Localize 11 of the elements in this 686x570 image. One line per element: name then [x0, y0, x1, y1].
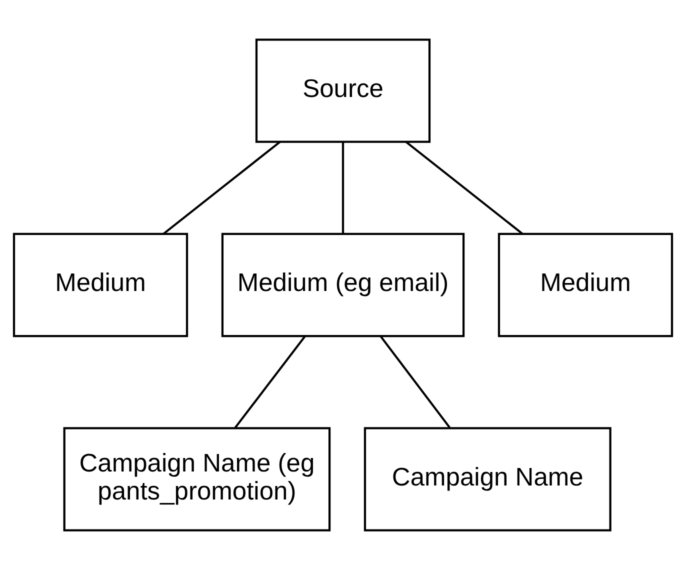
node-box: Medium [498, 232, 674, 338]
connector [163, 141, 281, 235]
node-box: Medium (eg email) [221, 232, 465, 338]
connector [234, 336, 306, 428]
node-box: Source [255, 38, 431, 143]
node-box: Campaign Name [364, 427, 612, 532]
node-box: Campaign Name (eg pants_promotion) [63, 427, 331, 532]
connector [405, 141, 523, 235]
node-box: Medium [12, 232, 188, 338]
connector [342, 142, 344, 234]
connector [380, 336, 451, 428]
